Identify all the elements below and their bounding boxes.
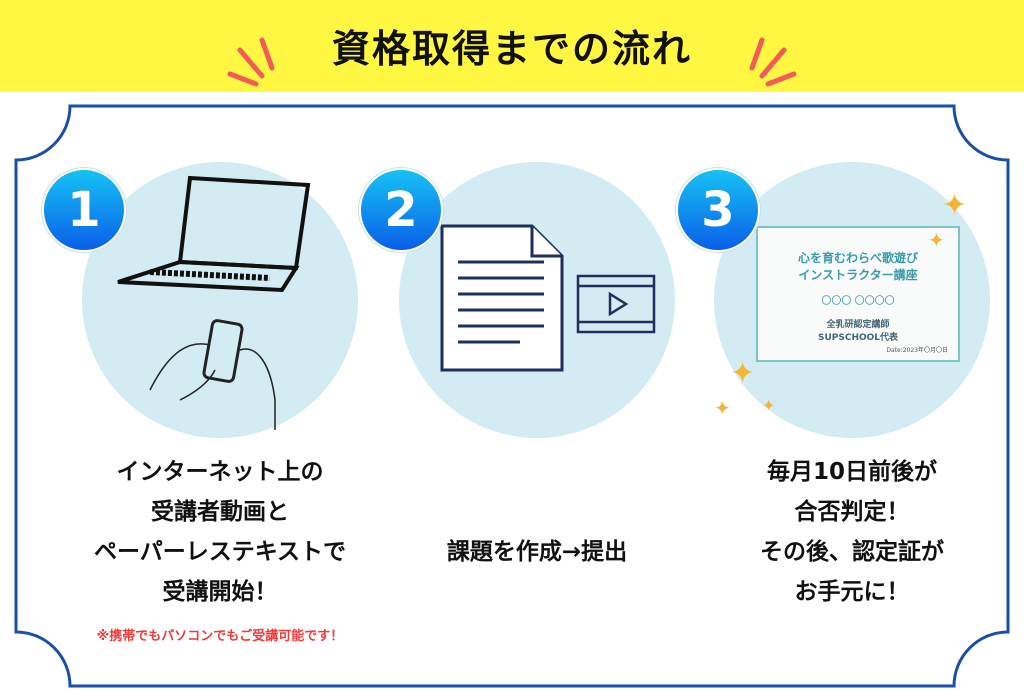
cert-signer-1: 全乳研認定講師 <box>826 320 890 330</box>
certificate-image: 心を育むわらべ歌遊びインストラクター講座 〇〇〇 〇〇〇〇 全乳研認定講師 SUP… <box>756 226 960 362</box>
laptop-icon <box>117 175 311 293</box>
line: 毎月10日前後が <box>766 459 937 485</box>
line: その後、認定証が <box>760 539 944 565</box>
sparkle-icon: ✦ <box>730 356 756 391</box>
sparkle-icon: ✦ <box>762 396 776 415</box>
step2-description: 課題を作成→提出 <box>377 532 697 572</box>
step1-circle <box>82 162 358 438</box>
page-title: 資格取得までの流れ <box>331 27 692 71</box>
step3-number-badge: 3 <box>676 168 760 252</box>
line: 受講開始！ <box>162 579 278 605</box>
content-frame <box>14 104 1010 688</box>
sparkle-icon: ✦ <box>714 396 731 420</box>
cert-date: Date:2023年〇月〇日 <box>886 347 948 354</box>
line: 受講者動画と <box>151 499 289 525</box>
line: インターネット上の <box>116 459 324 485</box>
cert-signer-2: SUPSCHOOL代表 <box>817 333 899 343</box>
cert-name: 〇〇〇 〇〇〇〇 <box>821 296 895 307</box>
step1-number-badge: 1 <box>42 168 126 252</box>
header-band <box>0 0 1024 92</box>
cert-title-2: インストラクター講座 <box>798 268 918 282</box>
step1-description: インターネット上の 受講者動画と ペーパーレステキストで 受講開始！ <box>60 452 380 612</box>
line: 課題を作成→提出 <box>446 539 628 565</box>
step2-number-badge: 2 <box>359 168 443 252</box>
video-film-icon <box>576 274 656 334</box>
document-icon <box>440 224 564 372</box>
cert-title-1: 心を育むわらべ歌遊び <box>797 251 918 265</box>
hands-phone-icon <box>149 319 276 430</box>
sparkle-icon: ✦ <box>942 188 968 223</box>
line: 合否判定！ <box>794 499 910 525</box>
line: ペーパーレステキストで <box>93 539 347 565</box>
line: お手元に！ <box>794 579 910 605</box>
step1-note: ※携帯でもパソコンでもご受講可能です！ <box>96 629 344 644</box>
sparkle-icon: ✦ <box>928 228 945 252</box>
step3-description: 毎月10日前後が 合否判定！ その後、認定証が お手元に！ <box>692 452 1012 612</box>
